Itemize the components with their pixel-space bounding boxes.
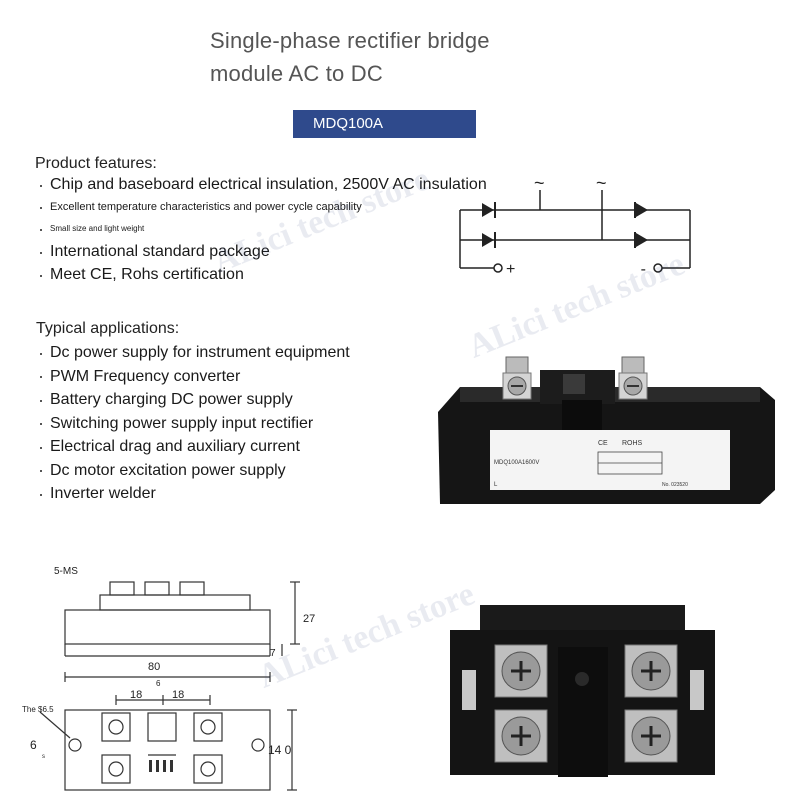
label-model: MDQ100A1600V bbox=[494, 460, 539, 466]
dimension-drawing: 5-MS 27 7 80 6 18 18 The $6.5 6 s 14 0 bbox=[22, 566, 315, 791]
label-ce: CE bbox=[598, 440, 608, 447]
application-item: PWM Frequency converter bbox=[38, 365, 350, 389]
plus-terminal-icon bbox=[493, 263, 503, 273]
module-photo-front: CE ROHS MDQ100A1600V L No. 023520 bbox=[438, 356, 775, 504]
minus-terminal-icon bbox=[653, 263, 663, 273]
model-tag: MDQ100A bbox=[293, 110, 476, 138]
dim-six-top: 6 bbox=[156, 679, 161, 688]
hole-label: The $6.5 bbox=[22, 705, 54, 714]
terminal-screw-icons bbox=[502, 356, 648, 400]
application-item: Inverter welder bbox=[38, 482, 350, 506]
label-circuit-icon bbox=[597, 451, 663, 475]
dim-pitch-right: 18 bbox=[172, 689, 184, 701]
applications-heading: Typical applications: bbox=[36, 320, 180, 337]
feature-item: International standard package bbox=[38, 240, 487, 263]
diode-icons bbox=[482, 202, 648, 248]
bridge-schematic: ~ ~ + - bbox=[459, 175, 691, 278]
page-title: Single-phase rectifier bridge module AC … bbox=[210, 24, 490, 90]
plus-label: + bbox=[506, 261, 515, 278]
module-photo-top bbox=[450, 605, 715, 777]
features-list: Chip and baseboard electrical insulation… bbox=[38, 173, 487, 286]
screw-head-icons bbox=[494, 644, 678, 763]
ac-symbol-right: ~ bbox=[596, 175, 607, 193]
application-item: Electrical drag and auxiliary current bbox=[38, 435, 350, 459]
dim-height: 27 bbox=[303, 613, 315, 625]
application-item: Dc motor excitation power supply bbox=[38, 459, 350, 483]
dim-length: 80 bbox=[148, 661, 160, 673]
features-heading: Product features: bbox=[35, 155, 157, 172]
applications-list: Dc power supply for instrument equipment… bbox=[38, 341, 350, 506]
application-item: Battery charging DC power supply bbox=[38, 388, 350, 412]
product-label bbox=[490, 430, 730, 490]
title-line-1: Single-phase rectifier bridge bbox=[210, 28, 490, 53]
label-rohs: ROHS bbox=[622, 440, 643, 447]
ac-symbol-left: ~ bbox=[534, 175, 545, 193]
minus-label: - bbox=[641, 261, 646, 278]
dim-small: s bbox=[42, 754, 45, 760]
feature-item: Meet CE, Rohs certification bbox=[38, 263, 487, 286]
label-letter: L bbox=[494, 482, 498, 488]
dim-pitch-left: 18 bbox=[130, 689, 142, 701]
screw-label: 5-MS bbox=[54, 566, 78, 577]
dim-seven: 7 bbox=[270, 648, 276, 659]
label-serial: No. 023520 bbox=[662, 482, 688, 488]
application-item: Dc power supply for instrument equipment bbox=[38, 341, 350, 365]
application-item: Switching power supply input rectifier bbox=[38, 412, 350, 436]
title-line-2: module AC to DC bbox=[210, 61, 383, 86]
dim-width: 14 0 bbox=[268, 743, 292, 757]
dash-marks bbox=[149, 760, 173, 772]
feature-item: Excellent temperature characteristics an… bbox=[38, 196, 487, 218]
feature-item: Small size and light weight bbox=[38, 218, 487, 240]
dim-six-side: 6 bbox=[30, 738, 37, 752]
feature-item: Chip and baseboard electrical insulation… bbox=[38, 173, 487, 196]
